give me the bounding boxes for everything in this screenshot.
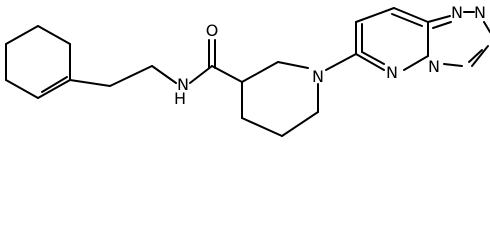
bond: [355, 53, 385, 71]
bond: [41, 76, 68, 93]
triazole-nitrogen-top-right-label: N: [474, 3, 486, 22]
bond: [277, 61, 309, 69]
amide-hydrogen-label: H: [174, 89, 186, 108]
bond: [109, 65, 153, 87]
bond: [393, 7, 429, 23]
bond: [468, 49, 483, 63]
oxygen-atom-label: O: [206, 21, 219, 40]
bond: [69, 79, 111, 87]
amide-nitrogen-label: N: [177, 75, 189, 94]
bond: [443, 63, 463, 67]
bond: [325, 53, 357, 71]
bond: [5, 25, 39, 45]
triazole-nitrogen-bridge-label: N: [428, 57, 440, 76]
bond: [432, 21, 452, 29]
bond: [241, 117, 283, 137]
bond: [151, 65, 177, 84]
atom-labels: O N H N N N N N: [174, 3, 486, 108]
molecule-drawing: O N H N N N N N: [5, 3, 490, 137]
bond: [355, 7, 395, 23]
bond: [189, 65, 213, 84]
bonds: [5, 7, 490, 137]
bond: [391, 13, 423, 27]
bond: [211, 65, 243, 83]
piperidine-nitrogen-label: N: [312, 67, 324, 86]
molecule-svg: O N H N N N N N: [5, 3, 490, 137]
bond: [483, 21, 490, 33]
bond: [5, 79, 39, 99]
bond: [37, 79, 71, 99]
bond: [427, 15, 451, 23]
bond: [37, 25, 71, 45]
bond: [241, 61, 279, 83]
triazole-nitrogen-top-left-label: N: [451, 3, 463, 22]
bond: [361, 51, 385, 65]
bond: [281, 111, 319, 137]
bond: [471, 45, 489, 67]
bond: [403, 55, 429, 71]
pyridazine-nitrogen-label: N: [386, 63, 398, 82]
